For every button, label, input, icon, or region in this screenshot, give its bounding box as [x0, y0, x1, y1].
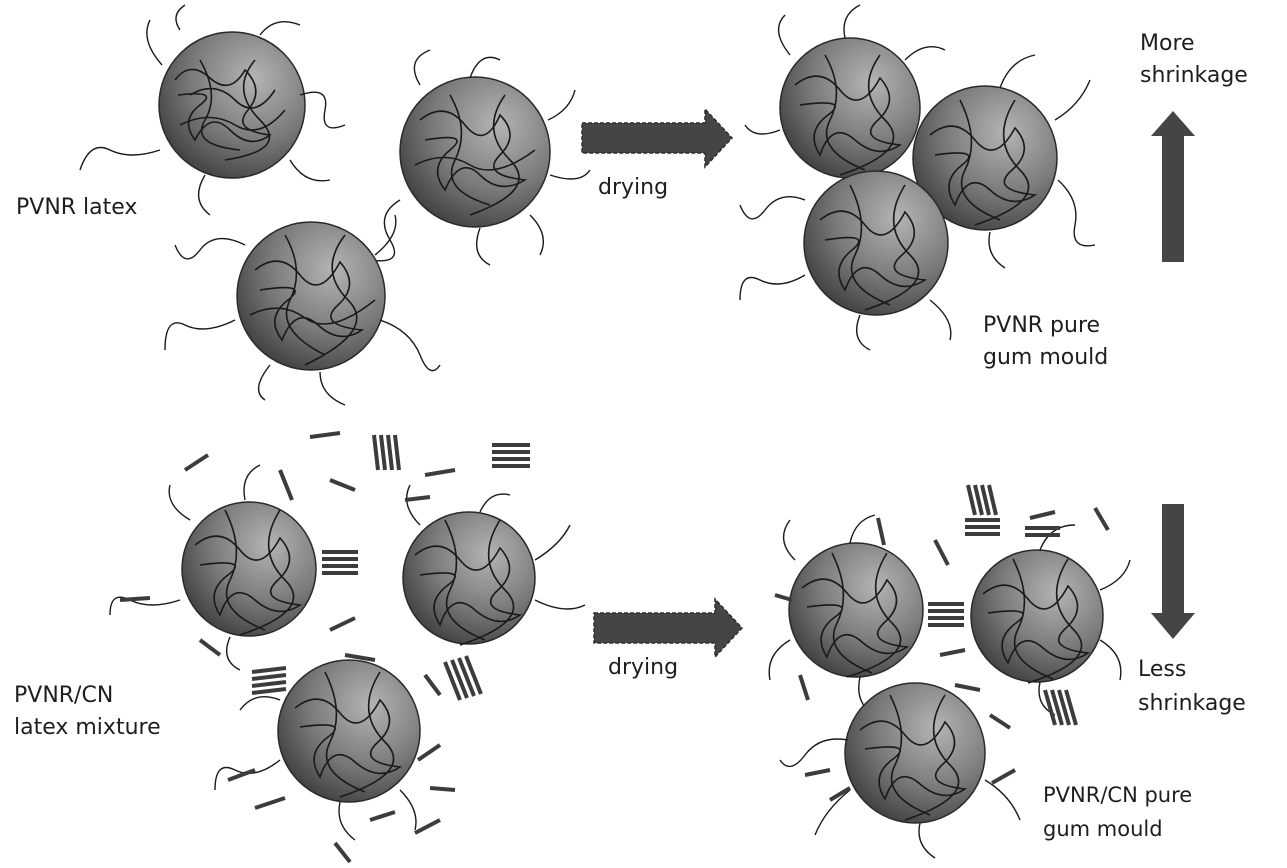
particle-d3: [779, 682, 1021, 859]
down-arrow-icon: [1151, 504, 1195, 639]
pvnr-cn-mixture-particles: [109, 464, 586, 841]
drying-label-top: drying: [598, 175, 668, 200]
particle-c1: [109, 464, 317, 671]
particle-b1: [744, 4, 946, 179]
particle-b2: [912, 54, 1096, 269]
pvnr-cn-pure-gum-particles: [768, 514, 1131, 859]
pvnr-pure-label-line1: PVNR pure: [983, 313, 1100, 338]
less-shrinkage-line2: shrinkage: [1138, 691, 1246, 716]
particle-b3: [739, 170, 952, 351]
drying-label-bottom: drying: [608, 655, 678, 680]
particle-c3: [214, 659, 421, 841]
cn-pure-label-line2: gum mould: [1043, 817, 1163, 841]
pvnr-latex-label: PVNR latex: [16, 195, 137, 220]
mixture-label-line2: latex mixture: [14, 715, 161, 740]
cellulose-nanocrystals-right: [774, 484, 1110, 802]
up-arrow-icon: [1151, 111, 1195, 262]
particle-d1: [768, 514, 924, 713]
particle-a3: [164, 214, 441, 406]
less-shrinkage-line1: Less: [1138, 657, 1186, 682]
more-shrinkage-line2: shrinkage: [1140, 63, 1248, 88]
particle-d2: [970, 524, 1131, 716]
pvnr-pure-label-line2: gum mould: [983, 345, 1108, 370]
mixture-label-line1: PVNR/CN: [14, 683, 113, 708]
particle-c2: [402, 484, 586, 646]
particle-a1: [79, 4, 346, 216]
pvnr-pure-gum-particles: [739, 4, 1096, 351]
particle-a2: [369, 49, 591, 266]
drying-arrow-bottom: [593, 597, 744, 659]
cn-pure-label-line1: PVNR/CN pure: [1043, 783, 1192, 807]
more-shrinkage-line1: More: [1140, 31, 1195, 56]
drying-arrow-top: [581, 107, 734, 169]
pvnr-latex-particles: [79, 4, 591, 406]
cellulose-nanocrystals-left: [119, 431, 530, 864]
